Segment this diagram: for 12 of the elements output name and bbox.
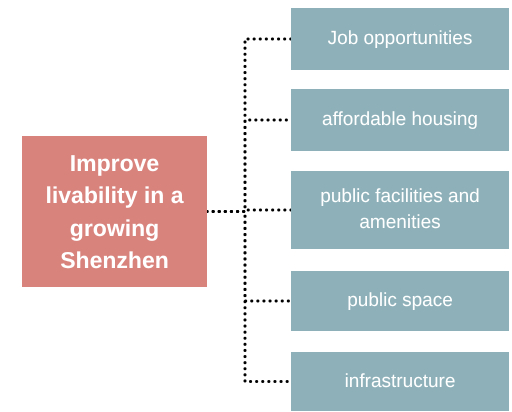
factor-text: public facilities and amenities bbox=[319, 185, 481, 235]
factor-text: public space bbox=[347, 289, 453, 314]
goal-box bbox=[22, 136, 207, 287]
factor-text: affordable housing bbox=[322, 108, 478, 132]
factor-box bbox=[291, 352, 509, 411]
goal-text: Improve livability in a growing Shenzhen bbox=[44, 149, 185, 275]
factor-box bbox=[291, 8, 509, 70]
factor-text: Job opportunities bbox=[328, 27, 472, 52]
factor-text: infrastructure bbox=[344, 370, 456, 394]
factor-box bbox=[291, 171, 509, 249]
factor-box bbox=[291, 89, 509, 151]
factor-box bbox=[291, 271, 509, 331]
